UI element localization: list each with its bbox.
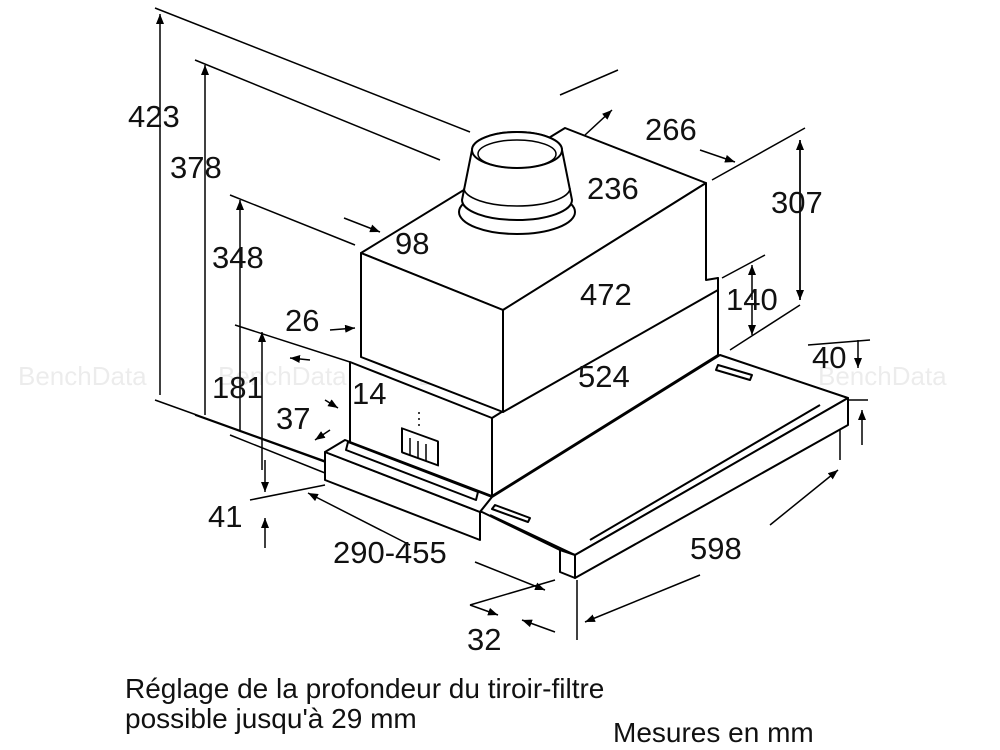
dim-181: 181 [212, 370, 264, 405]
dim-423: 423 [128, 99, 180, 134]
dim-32: 32 [467, 622, 501, 657]
hood-base [324, 354, 849, 579]
dim-524: 524 [578, 359, 630, 394]
dim-26: 26 [285, 303, 319, 338]
dim-378: 378 [170, 150, 222, 185]
exhaust-duct [458, 131, 576, 235]
dim-140: 140 [726, 282, 778, 317]
svg-text:BenchData: BenchData [818, 361, 947, 391]
dim-290-455: 290-455 [333, 535, 447, 570]
dimension-labels: 423 378 348 26 181 14 37 41 290-455 32 5… [128, 99, 846, 657]
dim-14: 14 [352, 376, 386, 411]
dim-266: 266 [645, 112, 697, 147]
caption-line-2: possible jusqu'à 29 mm [125, 703, 417, 734]
svg-text:BenchData: BenchData [18, 361, 147, 391]
dim-307: 307 [771, 185, 823, 220]
extension-lines [154, 7, 871, 640]
control-switch-icon [401, 412, 439, 467]
dim-37: 37 [276, 401, 310, 436]
dim-98: 98 [395, 226, 429, 261]
units-caption: Mesures en mm [613, 717, 814, 748]
dim-598: 598 [690, 531, 742, 566]
hood-lower-body [349, 277, 719, 497]
dim-236: 236 [587, 171, 639, 206]
dim-41: 41 [208, 499, 242, 534]
dim-40: 40 [812, 340, 846, 375]
dim-348: 348 [212, 240, 264, 275]
caption-line-1: Réglage de la profondeur du tiroir-filtr… [125, 673, 605, 704]
dim-472: 472 [580, 277, 632, 312]
